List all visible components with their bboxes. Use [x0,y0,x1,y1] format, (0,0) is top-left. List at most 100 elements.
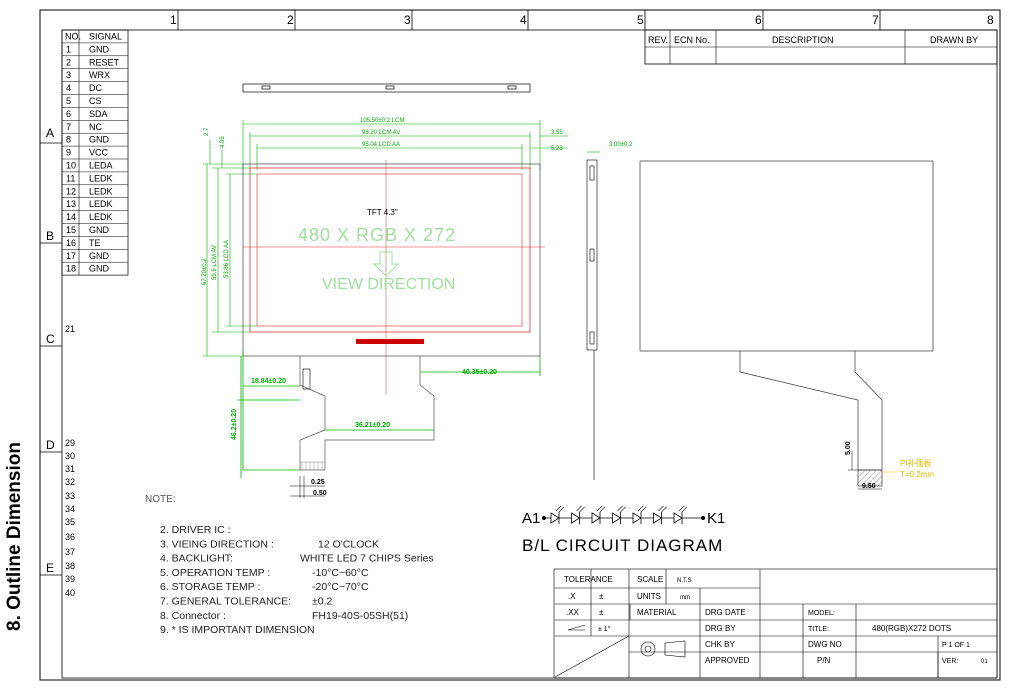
dim-fpc-length: 46.2±0.20 [231,409,238,440]
pin-signal: LEDK [89,173,113,183]
outer-frame [39,9,1001,681]
lcm-active-area [249,167,531,333]
dim-thickness: 3.00±0.2 [609,142,633,148]
extra-pin-number: 39 [65,574,75,584]
dim-fpc-right: 40.35±0.20 [462,369,497,376]
pin-number: 8 [66,135,71,145]
led-icon [673,505,688,524]
circuit-title: B/L CIRCUIT DIAGRAM [522,536,723,555]
dim-fpc-width: 36.21±0.20 [355,422,390,429]
extra-pin-number: 30 [65,451,75,461]
pin-signal: LEDK [89,199,113,209]
fpc-component [302,368,311,390]
stiffener-note-1: PI补强板 [900,458,932,468]
pin-signal: CS [89,96,102,106]
tb-units: UNITS [637,592,661,601]
tb-scale: SCALE [637,575,663,584]
pin-number: 7 [66,122,71,132]
tb-title-value: 480(RGB)X272 DOTS [872,624,951,633]
pin-signal: VCC [89,148,109,158]
side-view [586,151,600,480]
led-icon [632,505,647,524]
pin-number: 16 [66,238,76,248]
col-label-5: 5 [637,13,644,27]
pin-header-signal: SIGNAL [89,32,122,42]
dim-right-offset-2: 5.23 [551,146,563,152]
pin-number: 4 [66,83,71,93]
pin-number: 18 [66,264,76,274]
rear-view [639,160,934,487]
note-value: WHITE LED 7 CHIPS Series [300,553,434,565]
lcm-outline [242,163,541,357]
pin-number: 13 [66,199,76,209]
fpc-bond-strip [356,339,424,344]
note-value: 12 O'CLOCK [318,538,379,550]
row-label-b: B [46,229,54,243]
row-label-e: E [46,561,54,575]
pin-signal: RESET [89,57,120,67]
pin-signal: GND [89,225,110,235]
tb-x: .X [568,592,576,601]
pin-number: 15 [66,225,76,235]
dim-right-offset-1: 3.55 [551,130,563,136]
note-label: 3. VIEING DIRECTION : [160,538,274,550]
angle-icon [567,624,586,631]
note-value: -10°C~60°C [312,567,369,579]
tb-pn: P/N [817,656,831,665]
dim-height-av: 59.5 LCM AV [212,245,218,280]
tb-drg-date: DRG DATE [705,608,746,617]
pin-signal: GND [89,264,110,274]
note-label: 5. OPERATION TEMP : [160,567,270,579]
col-label-3: 3 [404,13,411,27]
led-icon [653,505,667,524]
col-label-7: 7 [872,13,879,27]
pin-number: 14 [66,212,76,222]
dim-stiffener-height: 5.00 [845,441,852,455]
extra-pin-number: 38 [65,561,75,571]
description-header: DESCRIPTION [772,35,834,45]
ecn-header: ECN No. [674,35,710,45]
led-icon [571,505,585,524]
row-label-c: C [46,332,55,346]
pin-number: 9 [66,148,71,158]
view-direction-label: VIEW DIRECTION [322,276,455,293]
extra-pin-number: 34 [65,504,75,514]
led-icon [591,505,606,524]
dim-fpc-left: 18.84±0.20 [251,378,286,385]
tb-xx: .XX [566,608,580,617]
dim-pitch-2: 0.50 [313,490,327,497]
pin-signal: NC [89,122,102,132]
led-icon [550,505,565,524]
tb-pm-1: ± [599,592,604,601]
pin-signal: SDA [89,109,108,119]
rev-header: REV. [648,35,668,45]
notes-title: NOTE: [145,494,176,505]
pin-number: 5 [66,96,71,106]
row-label-a: A [46,126,54,140]
dim-top-2: 4.05 [220,136,226,148]
pin-signal: DC [89,83,102,93]
extra-pin-number: 21 [65,324,75,334]
tb-page: P 1 OF 1 [942,642,970,649]
note-value: ±0.2 [312,596,333,608]
extra-pin-number: 40 [65,588,75,598]
dim-stiffener-width: 9.50 [862,483,876,490]
tb-approved: APPROVED [705,656,750,665]
dim-lcd-aa: 95.04 LCD AA [362,142,400,148]
pin-signal: LEDA [89,161,113,171]
led-icon [612,505,626,524]
tb-chk-by: CHK BY [705,640,735,649]
resolution-label: 480 X RGB X 272 [298,225,456,245]
projection-cone-icon [664,640,686,658]
tb-nts: N.T.S [677,578,692,584]
note-label: 2. DRIVER IC : [160,524,231,536]
pin-signal: LEDK [89,186,113,196]
drawn-by-header: DRAWN BY [930,35,978,45]
extra-pin-number: 29 [65,438,75,448]
col-label-6: 6 [755,13,762,27]
pin-number: 1 [66,44,71,54]
led-chain [550,505,688,524]
revision-table: REV. ECN No. DESCRIPTION DRAWN BY [644,29,998,65]
